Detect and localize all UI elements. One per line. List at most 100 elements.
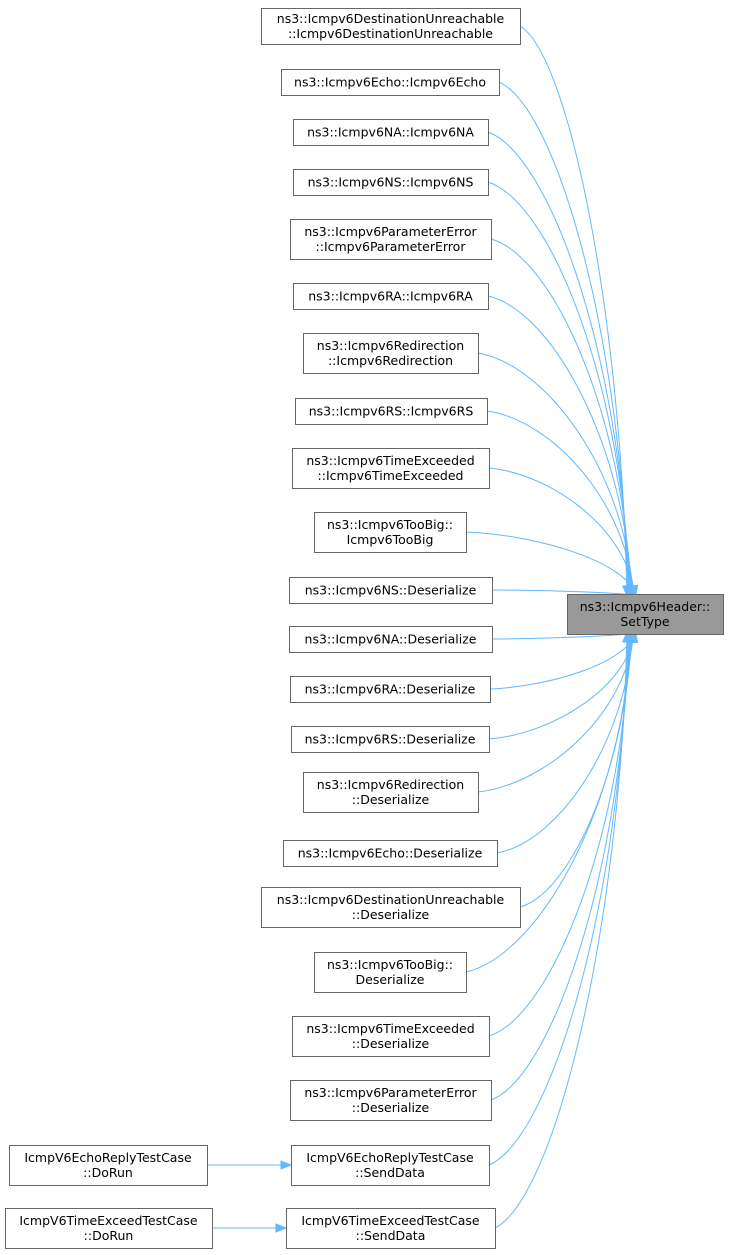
call-edge	[494, 631, 628, 1229]
call-edge	[487, 295, 633, 597]
call-edge	[488, 467, 636, 597]
caller-node[interactable]: ns3::Icmpv6NA::Deserialize	[289, 626, 493, 653]
call-edge	[486, 410, 635, 597]
caller-node[interactable]: ns3::Icmpv6Redirection::Deserialize	[303, 772, 479, 813]
node-box	[303, 772, 479, 813]
call-edge	[488, 631, 631, 1037]
caller-node[interactable]: ns3::Icmpv6Redirection::Icmpv6Redirectio…	[303, 333, 479, 374]
caller-node[interactable]: IcmpV6EchoReplyTestCase::SendData	[291, 1145, 490, 1186]
call-edge	[465, 531, 637, 597]
caller-node[interactable]: ns3::Icmpv6ParameterError::Deserialize	[290, 1080, 492, 1121]
node-box	[314, 512, 467, 553]
node-label: ns3::Icmpv6RS::Icmpv6RS	[309, 404, 474, 419]
node-box	[291, 1145, 490, 1186]
node-box	[9, 1145, 208, 1186]
caller-node[interactable]: ns3::Icmpv6ParameterError::Icmpv6Paramet…	[290, 219, 492, 260]
node-box	[290, 676, 491, 703]
caller-node[interactable]: ns3::Icmpv6TimeExceeded::Icmpv6TimeExcee…	[292, 448, 490, 489]
caller-node[interactable]: ns3::Icmpv6RA::Deserialize	[290, 676, 491, 703]
node-box	[283, 840, 498, 867]
caller-node[interactable]: ns3::Icmpv6Echo::Deserialize	[283, 840, 498, 867]
node-label: ::Icmpv6DestinationUnreachable	[288, 26, 493, 41]
node-box	[292, 448, 490, 489]
caller-node[interactable]: ns3::Icmpv6DestinationUnreachable::Icmpv…	[261, 8, 521, 45]
caller-node[interactable]: ns3::Icmpv6NS::Icmpv6NS	[293, 169, 489, 196]
node-box	[286, 1208, 496, 1249]
node-label: ns3::Icmpv6TooBig::	[327, 957, 453, 972]
graph-edges	[207, 25, 639, 1233]
node-box	[261, 8, 521, 45]
arrowhead	[622, 630, 632, 643]
node-box	[281, 69, 500, 96]
node-label: ns3::Icmpv6ParameterError	[304, 1085, 477, 1100]
node-box	[5, 1208, 213, 1249]
node-label: IcmpV6EchoReplyTestCase	[24, 1150, 192, 1165]
node-label: ::SendData	[355, 1165, 425, 1180]
target-node-box	[567, 594, 724, 635]
node-label: ns3::Icmpv6NA::Deserialize	[305, 632, 477, 647]
node-box	[314, 952, 467, 993]
node-label: IcmpV6TimeExceedTestCase	[19, 1213, 198, 1228]
node-box	[293, 283, 489, 310]
caller-node[interactable]: ns3::Icmpv6TooBig::Deserialize	[314, 952, 467, 993]
caller-node[interactable]: ns3::Icmpv6NS::Deserialize	[289, 577, 493, 604]
node-label: ::Deserialize	[352, 1100, 430, 1115]
node-label: ::DoRun	[84, 1228, 134, 1243]
node-label: Deserialize	[356, 972, 425, 987]
caller-node[interactable]: ns3::Icmpv6TooBig::Icmpv6TooBig	[314, 512, 467, 553]
node-box	[289, 577, 493, 604]
caller-node[interactable]: ns3::Icmpv6DestinationUnreachable::Deser…	[261, 887, 521, 928]
node-label: ns3::Icmpv6Echo::Icmpv6Echo	[294, 75, 486, 90]
node-label: ns3::Icmpv6RA::Icmpv6RA	[308, 289, 473, 304]
call-edge	[487, 181, 631, 597]
node-label: ::DoRun	[83, 1165, 133, 1180]
node-box	[289, 626, 493, 653]
call-edge	[489, 631, 637, 690]
node-box	[295, 398, 488, 425]
arrowhead	[275, 1223, 288, 1233]
node-label: ns3::Icmpv6NS::Icmpv6NS	[308, 175, 474, 190]
node-label: ns3::Icmpv6TooBig::	[327, 517, 453, 532]
caller-node[interactable]: IcmpV6EchoReplyTestCase::DoRun	[9, 1145, 208, 1186]
node-label: IcmpV6TimeExceedTestCase	[301, 1213, 480, 1228]
call-edge	[519, 25, 628, 597]
node-label: ns3::Icmpv6TimeExceeded	[306, 1021, 474, 1036]
caller-node[interactable]: ns3::Icmpv6RS::Deserialize	[291, 726, 490, 753]
caller-node[interactable]: IcmpV6TimeExceedTestCase::SendData	[286, 1208, 496, 1249]
node-label: ::SendData	[356, 1228, 426, 1243]
node-box	[290, 219, 492, 260]
graph-nodes: ns3::Icmpv6Header::SetTypens3::Icmpv6Des…	[5, 8, 724, 1249]
call-edge	[477, 631, 635, 793]
node-label: ns3::Icmpv6TimeExceeded	[306, 453, 474, 468]
call-edge	[490, 238, 632, 597]
caller-node[interactable]: ns3::Icmpv6Echo::Icmpv6Echo	[281, 69, 500, 96]
caller-node[interactable]: ns3::Icmpv6RA::Icmpv6RA	[293, 283, 489, 310]
target-node[interactable]: ns3::Icmpv6Header::SetType	[567, 594, 724, 635]
caller-node[interactable]: ns3::Icmpv6NA::Icmpv6NA	[293, 119, 489, 146]
call-edge	[477, 352, 634, 597]
call-edge	[490, 631, 630, 1101]
node-label: ns3::Icmpv6Header::	[580, 599, 711, 614]
arrowhead	[280, 1160, 293, 1170]
node-label: IcmpV6EchoReplyTestCase	[306, 1150, 474, 1165]
call-edge	[488, 631, 636, 740]
caller-node[interactable]: ns3::Icmpv6RS::Icmpv6RS	[295, 398, 488, 425]
node-label: ns3::Icmpv6DestinationUnreachable	[277, 11, 505, 26]
node-box	[290, 1080, 492, 1121]
caller-node[interactable]: IcmpV6TimeExceedTestCase::DoRun	[5, 1208, 213, 1249]
node-box	[293, 169, 489, 196]
node-label: ns3::Icmpv6NA::Icmpv6NA	[307, 125, 474, 140]
node-box	[303, 333, 479, 374]
node-label: Icmpv6TooBig	[347, 532, 434, 547]
node-label: ns3::Icmpv6RS::Deserialize	[305, 732, 476, 747]
node-box	[291, 726, 490, 753]
caller-node[interactable]: ns3::Icmpv6TimeExceeded::Deserialize	[292, 1016, 490, 1057]
call-edge	[496, 631, 634, 854]
node-label: ns3::Icmpv6RA::Deserialize	[305, 682, 476, 697]
node-label: ::Icmpv6TimeExceeded	[318, 468, 464, 483]
node-label: ns3::Icmpv6Redirection	[317, 338, 464, 353]
node-box	[292, 1016, 490, 1057]
node-box	[261, 887, 521, 928]
node-label: ns3::Icmpv6ParameterError	[304, 224, 477, 239]
